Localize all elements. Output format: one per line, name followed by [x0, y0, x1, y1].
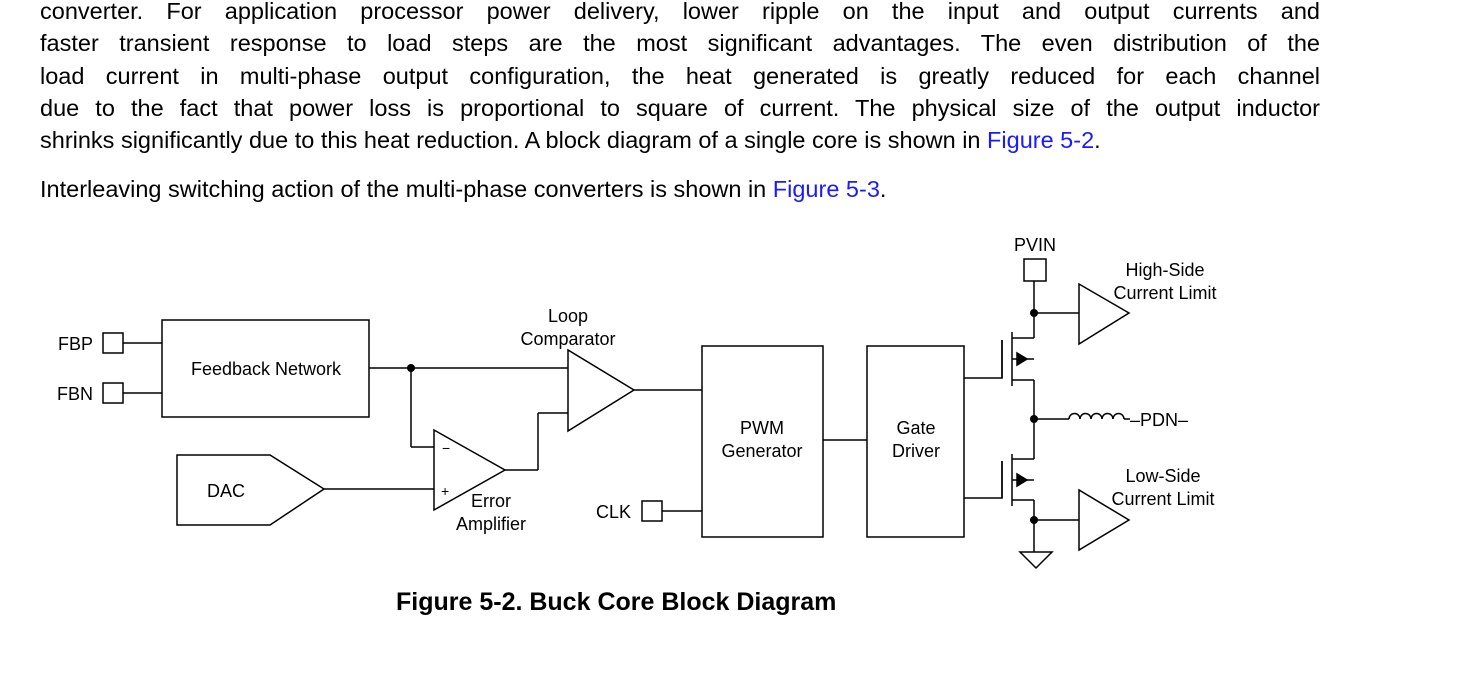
- low-side-limit-label-2: Current Limit: [1111, 489, 1214, 509]
- pvin-pin: [1023, 258, 1047, 282]
- paragraph-text: Interleaving switching action of the mul…: [40, 176, 773, 202]
- fbp-label: FBP: [58, 334, 93, 354]
- period: .: [1094, 127, 1101, 154]
- paragraph-text: shrinks significantly due to this heat r…: [40, 127, 988, 154]
- figure-5-2-link[interactable]: Figure 5-2: [987, 127, 1095, 154]
- fbp-pin: [102, 332, 124, 354]
- pwm-generator-label-1: PWM: [740, 418, 784, 438]
- gate-driver-label-1: Gate: [896, 418, 935, 438]
- figure-5-3-link[interactable]: Figure 5-3: [772, 176, 880, 202]
- body-paragraph-1: converter. For application processor pow…: [40, 0, 1320, 156]
- non-inverting-input-sign: +: [441, 483, 449, 499]
- low-side-mosfet: [1001, 454, 1034, 506]
- ground-icon: [1018, 551, 1054, 570]
- error-amplifier-label-1: Error: [471, 491, 511, 511]
- error-amplifier: [433, 428, 507, 512]
- paragraph-line: load current in multi-phase output confi…: [40, 62, 1320, 89]
- low-side-limit-label-1: Low-Side: [1125, 466, 1200, 486]
- paragraph-last-line: shrinks significantly due to this heat r…: [40, 124, 1320, 156]
- loop-comparator-label-1: Loop: [548, 306, 588, 326]
- period: .: [879, 176, 887, 202]
- pvin-label: PVIN: [1014, 235, 1056, 255]
- loop-comparator-label-2: Comparator: [520, 329, 615, 349]
- body-paragraph-2: Interleaving switching action of the mul…: [40, 173, 1320, 205]
- error-amplifier-label-2: Amplifier: [456, 514, 526, 534]
- high-side-limit-label-1: High-Side: [1125, 260, 1204, 280]
- loop-comparator: [567, 348, 636, 433]
- dac-label: DAC: [207, 481, 245, 501]
- figure-caption: Figure 5-2. Buck Core Block Diagram: [396, 588, 837, 616]
- gate-driver-block: [866, 345, 965, 538]
- pwm-generator-block: [701, 345, 824, 538]
- paragraph-line: faster transient response to load steps …: [40, 30, 1320, 57]
- paragraph-line: due to the fact that power loss is propo…: [40, 94, 1320, 121]
- inverting-input-sign: −: [442, 440, 450, 456]
- high-side-current-limit-comparator: [1078, 282, 1131, 346]
- paragraph-line: converter. For application processor pow…: [40, 0, 1320, 24]
- inductor-icon: [1068, 412, 1125, 420]
- high-side-limit-label-2: Current Limit: [1113, 283, 1216, 303]
- feedback-network-label: Feedback Network: [191, 359, 342, 379]
- high-side-mosfet: [1001, 332, 1034, 386]
- fbn-pin: [102, 382, 124, 404]
- clk-pin: [641, 500, 663, 522]
- low-side-current-limit-comparator: [1078, 488, 1131, 552]
- gate-driver-label-2: Driver: [892, 441, 940, 461]
- clk-label: CLK: [596, 502, 631, 522]
- pwm-generator-label-2: Generator: [721, 441, 802, 461]
- dac-block: [176, 454, 326, 526]
- fbn-label: FBN: [57, 384, 93, 404]
- pdn-label: –PDN–: [1130, 410, 1188, 430]
- feedback-network-block: [161, 319, 370, 418]
